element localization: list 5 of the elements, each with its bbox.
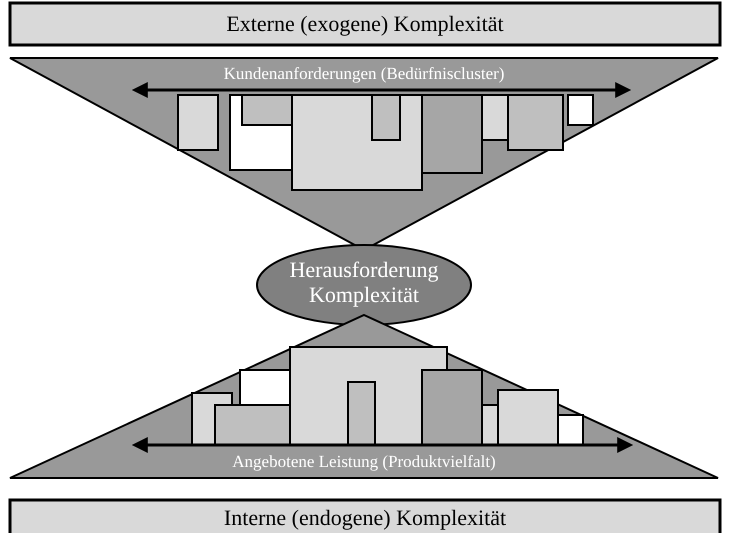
funnel-label: Kundenanforderungen (Bedürfniscluster)	[224, 64, 504, 84]
funnel-label: Angebotene Leistung (Produktvielfalt)	[232, 452, 496, 472]
bar-label: Externe (exogene) Komplexität	[226, 11, 504, 36]
ellipse-label: Herausforderung Komplexität	[288, 257, 440, 308]
bar-label: Interne (endogene) Komplexität	[224, 505, 506, 530]
